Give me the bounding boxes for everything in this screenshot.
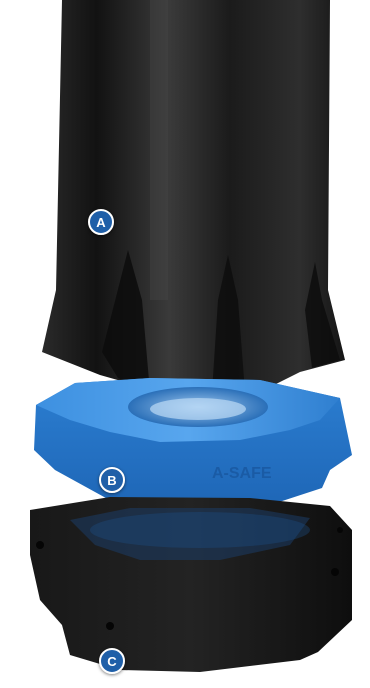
collar-brand-text: A-SAFE	[212, 465, 272, 482]
base-bolt-hole-top-left	[36, 541, 44, 549]
base-bolt-hole-left	[106, 622, 114, 630]
base-bolt-hole-top-right	[337, 527, 343, 533]
post-highlight	[150, 0, 168, 300]
marker-c: C	[99, 648, 125, 674]
collar-part: A-SAFE	[34, 378, 352, 518]
marker-a: A	[88, 209, 114, 235]
base-bolt-hole-right	[331, 568, 339, 576]
post-body	[42, 0, 345, 392]
base-reflection	[90, 512, 310, 548]
post-part	[42, 0, 345, 392]
marker-b: B	[99, 467, 125, 493]
collar-hole-inner	[150, 398, 246, 420]
base-part	[30, 497, 352, 672]
